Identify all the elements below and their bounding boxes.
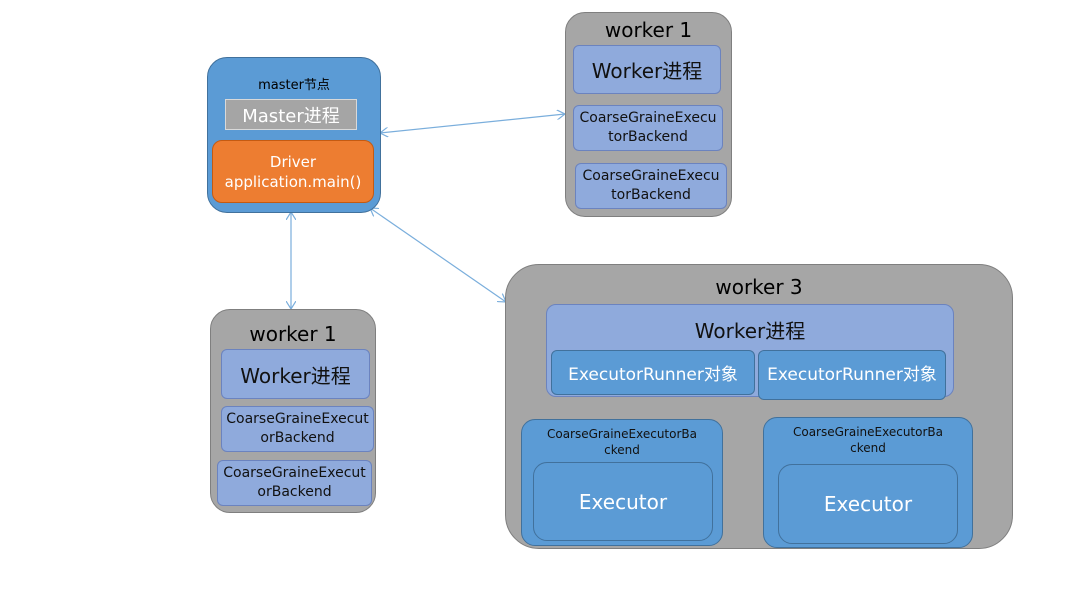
driver-main-label: application.main() xyxy=(224,172,362,191)
worker-node-top-title: worker 1 xyxy=(604,18,693,42)
worker3-process-label: Worker进程 xyxy=(694,319,806,343)
worker-node-3: worker 3 Worker进程 ExecutorRunner对象 Execu… xyxy=(505,264,1013,549)
master-process: Master进程 xyxy=(225,99,357,130)
worker-node-3-title: worker 3 xyxy=(715,275,803,299)
master-worker-top-connector xyxy=(380,114,565,133)
worker-node-bottom-title: worker 1 xyxy=(249,322,337,346)
master-node: master节点 Master进程 Driver application.mai… xyxy=(207,57,381,213)
driver-box: Driver application.main() xyxy=(212,140,374,203)
executor-runner-1: ExecutorRunner对象 xyxy=(551,350,755,395)
master-worker3-connector xyxy=(370,208,506,302)
worker-bottom-backend-2: CoarseGraineExecutorBackend xyxy=(217,460,372,506)
worker3-process: Worker进程 ExecutorRunner对象 ExecutorRunner… xyxy=(546,304,954,400)
master-node-title: master节点 xyxy=(258,78,330,93)
worker-top-backend-2: CoarseGraineExecutorBackend xyxy=(575,163,727,209)
executor-2: Executor xyxy=(778,464,958,544)
backend-container-2-label: CoarseGraineExecutorBackend xyxy=(792,425,944,455)
backend-container-1: CoarseGraineExecutorBackend Executor xyxy=(521,419,723,546)
backend-container-1-label: CoarseGraineExecutorBackend xyxy=(546,427,698,457)
worker-bottom-backend-1: CoarseGraineExecutorBackend xyxy=(221,406,374,452)
executor-runner-2-label: ExecutorRunner对象 xyxy=(767,364,937,385)
worker-top-backend-1: CoarseGraineExecutorBackend xyxy=(573,105,723,151)
backend-container-2: CoarseGraineExecutorBackend Executor xyxy=(763,417,973,548)
driver-label: Driver xyxy=(269,152,317,171)
worker-bottom-process: Worker进程 xyxy=(221,349,370,399)
executor-runner-2: ExecutorRunner对象 xyxy=(758,350,946,400)
executor-1: Executor xyxy=(533,462,713,541)
worker-node-top: worker 1 Worker进程 CoarseGraineExecutorBa… xyxy=(565,12,732,217)
worker-node-bottom: worker 1 Worker进程 CoarseGraineExecutorBa… xyxy=(210,309,376,513)
worker-top-process: Worker进程 xyxy=(573,45,721,94)
